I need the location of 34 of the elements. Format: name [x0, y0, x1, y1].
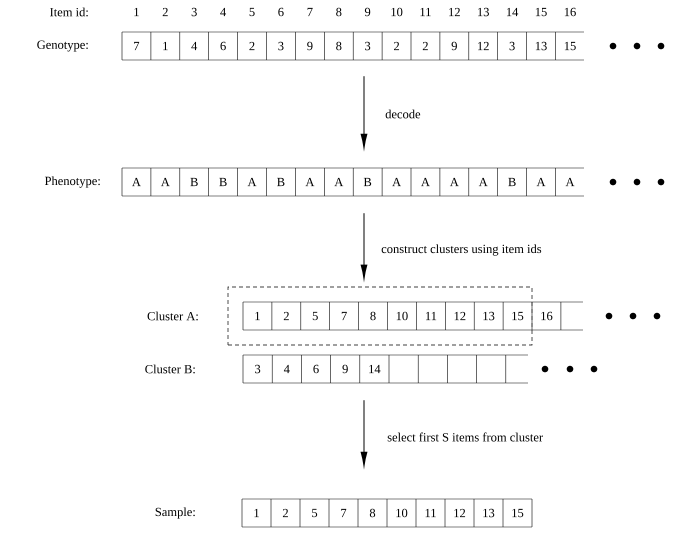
cell-row: 1 2 5 7 8 10 11 12 13 15: [242, 498, 532, 528]
dashed-frame: [228, 286, 532, 346]
row-label: Phenotype:: [44, 176, 100, 188]
edge-label: decode: [386, 110, 420, 118]
column-number: 1: [134, 8, 139, 16]
row-label: Genotype:: [37, 40, 88, 52]
arrow: [360, 76, 368, 148]
column-number: 3: [192, 8, 197, 16]
column-number: 15: [536, 8, 547, 16]
column-number: 13: [478, 8, 489, 16]
row-label: Item id:: [50, 8, 88, 16]
cell-row: A A B B A B A A B A A A A B A A: [122, 168, 584, 196]
edge-label: construct clusters using item ids: [382, 244, 542, 256]
arrow: [360, 212, 368, 280]
column-number: 5: [250, 8, 255, 16]
row-label: Cluster A:: [148, 312, 198, 320]
column-number: 10: [391, 8, 402, 16]
column-number: 9: [364, 8, 370, 16]
cell-row: 7 1 4 6 2 3 9 8 3 2 2 9 12 3 13 15: [122, 32, 584, 60]
row-label: Sample:: [156, 507, 195, 519]
column-number: 11: [420, 8, 431, 16]
edge-label: select first S items from cluster: [388, 432, 543, 442]
cell-row: 3 4 6 9 14: [242, 354, 528, 384]
column-number: 8: [336, 8, 342, 16]
column-number: 16: [564, 8, 576, 16]
row-label: Cluster B:: [145, 364, 195, 374]
column-number: 14: [506, 8, 518, 16]
column-number: 12: [449, 8, 460, 16]
cell-row: 1 2 5 7 8 10 11 12 13 15 16: [242, 302, 584, 330]
column-number: 4: [220, 8, 226, 16]
column-number: 6: [278, 8, 284, 16]
arrow: [360, 400, 368, 466]
column-number: 7: [308, 8, 313, 16]
column-number: 2: [162, 8, 168, 16]
